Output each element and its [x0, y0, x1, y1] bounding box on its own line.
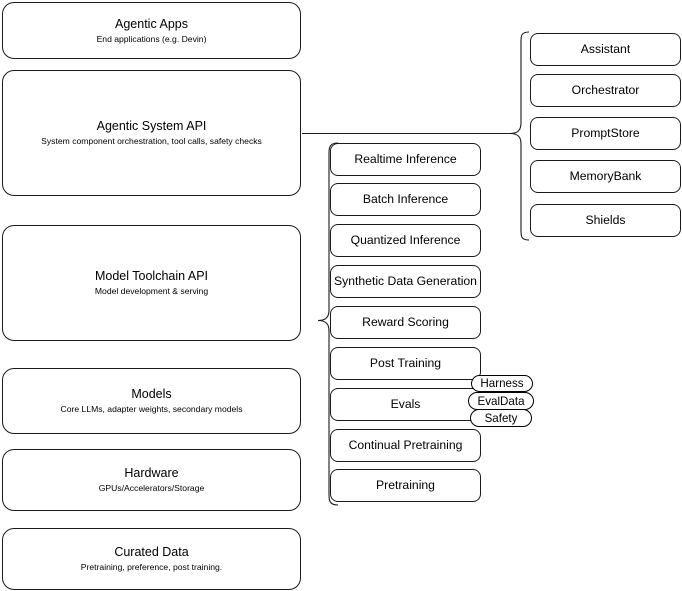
evals-badge-safety[interactable]: Safety: [470, 409, 532, 427]
stack-layer-title: Models: [131, 387, 172, 401]
toolchain-component-continual-pretraining[interactable]: Continual Pretraining: [330, 429, 481, 462]
stack-layer-title: Agentic System API: [96, 119, 207, 133]
evals-badge-evaldata[interactable]: EvalData: [468, 392, 534, 410]
stack-layer-model-toolchain-api[interactable]: Model Toolchain API Model development & …: [2, 225, 301, 341]
agentic-component-promptstore[interactable]: PromptStore: [530, 117, 681, 150]
stack-layer-title: Agentic Apps: [115, 16, 188, 31]
stack-layer-hardware[interactable]: Hardware GPUs/Accelerators/Storage: [2, 449, 301, 511]
agentic-component-orchestrator[interactable]: Orchestrator: [530, 74, 681, 107]
agentic-component-memorybank[interactable]: MemoryBank: [530, 160, 681, 193]
toolchain-component-post-training[interactable]: Post Training: [330, 347, 481, 380]
stack-layer-subtitle: Model development & serving: [94, 286, 209, 296]
agentic-component-assistant[interactable]: Assistant: [530, 33, 681, 66]
stack-layer-subtitle: End applications (e.g. Devin): [96, 33, 207, 44]
stack-layer-subtitle: System component orchestration, tool cal…: [41, 136, 262, 146]
agentic-component-shields[interactable]: Shields: [530, 204, 681, 237]
toolchain-component-reward-scoring[interactable]: Reward Scoring: [330, 306, 481, 339]
stack-layer-curated-data[interactable]: Curated Data Pretraining, preference, po…: [2, 528, 301, 590]
stack-layer-title: Curated Data: [114, 545, 189, 559]
toolchain-component-synthetic-data-generation[interactable]: Synthetic Data Generation: [330, 265, 481, 298]
toolchain-component-realtime-inference[interactable]: Realtime Inference: [330, 143, 481, 176]
stack-layer-subtitle: Core LLMs, adapter weights, secondary mo…: [60, 404, 243, 414]
stack-layer-subtitle: GPUs/Accelerators/Storage: [98, 483, 205, 493]
toolchain-component-batch-inference[interactable]: Batch Inference: [330, 183, 481, 216]
toolchain-component-pretraining[interactable]: Pretraining: [330, 469, 481, 502]
stack-layer-agentic-system-api[interactable]: Agentic System API System component orch…: [2, 70, 301, 196]
stack-layer-subtitle: Pretraining, preference, post training.: [80, 562, 223, 572]
stack-layer-agentic-apps[interactable]: Agentic Apps End applications (e.g. Devi…: [2, 2, 301, 59]
toolchain-component-quantized-inference[interactable]: Quantized Inference: [330, 224, 481, 257]
stack-layer-title: Model Toolchain API: [94, 269, 209, 283]
stack-layer-title: Hardware: [124, 466, 179, 480]
stack-layer-models[interactable]: Models Core LLMs, adapter weights, secon…: [2, 368, 301, 434]
evals-badge-harness[interactable]: Harness: [471, 375, 533, 392]
toolchain-component-evals[interactable]: Evals: [330, 388, 481, 421]
brace-agentic-components: [509, 31, 530, 241]
